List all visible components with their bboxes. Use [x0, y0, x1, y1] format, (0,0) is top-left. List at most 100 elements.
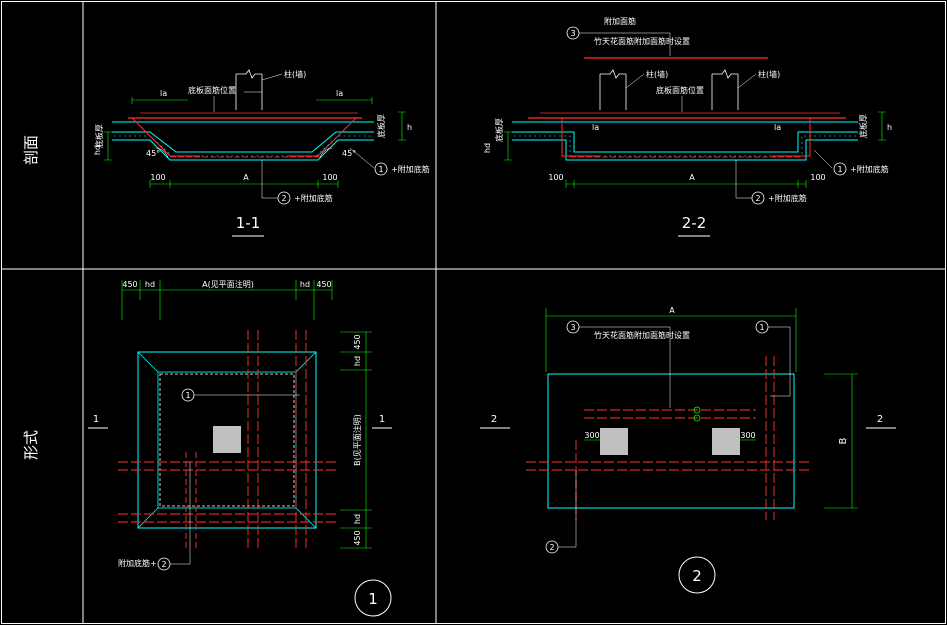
callout-1-leader	[813, 149, 833, 169]
angle-left: 45°	[146, 149, 160, 158]
dim-top-line	[545, 308, 797, 372]
plan-badge: 2	[692, 567, 702, 585]
plan-badge: 1	[368, 590, 378, 608]
column	[213, 426, 241, 453]
plan-1: 450 hd A(见平面注明) hd 450 450 hd B(见平面注明) h…	[88, 279, 392, 617]
callout-3-number: 3	[570, 323, 575, 332]
column-leader-right	[737, 73, 757, 89]
callout-2-leader	[558, 470, 577, 548]
footing-outline	[547, 373, 795, 509]
callout-1-leader	[768, 326, 791, 397]
slab-label-left: 底板厚	[494, 118, 504, 142]
angle-arc-left	[155, 147, 169, 159]
callout-1-text: +附加底筋	[391, 164, 430, 174]
callout-1-number: 1	[837, 165, 842, 174]
callout-3-number: 3	[570, 29, 575, 38]
section-2-2: 3 附加面筋 竹天花面筋附加面筋时设置 柱(墙) 柱(墙) 底板面筋位置 la …	[483, 16, 892, 237]
callout-1-number: 1	[185, 391, 190, 400]
edge-rebar-right	[772, 118, 811, 157]
dim-h-right: h	[887, 123, 892, 132]
column-label-left: 柱(墙)	[646, 69, 668, 79]
callout-1-text: +附加底筋	[850, 164, 889, 174]
dim-450-top: 450	[353, 334, 362, 349]
slab-label-right: 底板厚	[858, 114, 868, 138]
column-left	[599, 69, 627, 110]
edge-rebar-left	[561, 118, 600, 157]
rebar-horizontal	[526, 409, 812, 471]
plan-badge-circle	[354, 579, 392, 617]
dim-bottom-line	[565, 180, 807, 188]
callout-2-number: 2	[549, 543, 554, 552]
callout-1-leader	[349, 147, 375, 169]
angle-arc-right	[319, 147, 333, 159]
callout-3-text: 竹天花面筋附加面筋时设置	[594, 330, 690, 340]
dim-B: B(见平面注明)	[352, 414, 362, 466]
dim-450-left: 450	[122, 280, 137, 289]
top-note-1: 附加面筋	[604, 16, 636, 26]
la-left-label: la	[592, 123, 599, 132]
dim-450-bottom: 450	[353, 530, 362, 545]
rebar-horizontal	[118, 461, 338, 523]
dim-hd-left-line	[104, 131, 112, 161]
dim-300-right: 300	[740, 431, 755, 440]
column-label-right: 柱(墙)	[758, 69, 780, 79]
column-label-left: 柱(墙)	[284, 69, 306, 79]
dim-h-right-line	[878, 111, 886, 141]
callout-2-number: 2	[161, 560, 166, 569]
callout-2-text: +附加底筋	[294, 193, 333, 203]
callout-2-number: 2	[755, 194, 760, 203]
dim-hd-right: hd	[300, 280, 310, 289]
column-right	[712, 428, 740, 455]
callout-2-circle	[277, 191, 291, 205]
dim-hd-bottom: hd	[353, 514, 362, 524]
dim-B: B	[838, 437, 849, 444]
slab-label-right: 底板厚	[376, 114, 386, 138]
column-right	[711, 69, 739, 110]
rebar-vertical	[247, 330, 307, 548]
rebar-node-top	[693, 406, 701, 414]
dim-hd-left: hd	[483, 143, 492, 153]
callout-1-number: 1	[378, 165, 383, 174]
plan-2: A B 300 300 3 竹天花面筋附加面筋时设置 1 2 2 2 2	[480, 306, 896, 594]
dim-bottom-line	[149, 180, 339, 188]
cut-left: 2	[491, 414, 497, 425]
callout-2-text: +附加底筋	[768, 193, 807, 203]
dim-hd-left: hd	[93, 145, 102, 155]
rebar-node-bottom	[693, 414, 701, 422]
haunch-outline	[159, 373, 295, 507]
column-leader	[261, 73, 283, 81]
la-left-dim	[131, 97, 188, 104]
callout-1-circle	[833, 162, 847, 176]
dim-right-line	[824, 373, 858, 509]
dim-300-left: 300	[584, 431, 599, 440]
top-note: 底板面筋位置	[188, 85, 236, 95]
dim-450-right: 450	[316, 280, 331, 289]
callout-2-leader	[170, 462, 191, 565]
rebar-short	[185, 452, 197, 548]
callout-1-number: 1	[759, 323, 764, 332]
slab-outline	[512, 121, 858, 161]
callout-2-leader	[261, 160, 278, 199]
dim-100-right: 100	[322, 173, 337, 182]
callout-3-leader	[579, 326, 671, 408]
column-leader-left	[625, 73, 645, 89]
callout-1-circle	[374, 162, 388, 176]
section-title: 1-1	[236, 214, 261, 232]
slab-hatch	[114, 135, 372, 157]
callout-3-leader	[579, 32, 671, 56]
dim-A: A	[669, 306, 675, 315]
dim-A: A	[689, 173, 695, 182]
plan-badge-circle	[678, 556, 716, 594]
dim-A: A	[243, 173, 249, 182]
callout-3-circle	[566, 26, 580, 40]
row-label-section: 剖面	[22, 135, 40, 165]
callout-2-circle	[751, 191, 765, 205]
footing-outline	[137, 351, 317, 529]
slab-hatch	[514, 135, 856, 157]
callout-2-number: 2	[281, 194, 286, 203]
haunch-rebar-left	[131, 117, 200, 157]
top-note: 底板面筋位置	[656, 85, 704, 95]
cut-right: 1	[379, 414, 385, 425]
dim-hd-left: hd	[145, 280, 155, 289]
